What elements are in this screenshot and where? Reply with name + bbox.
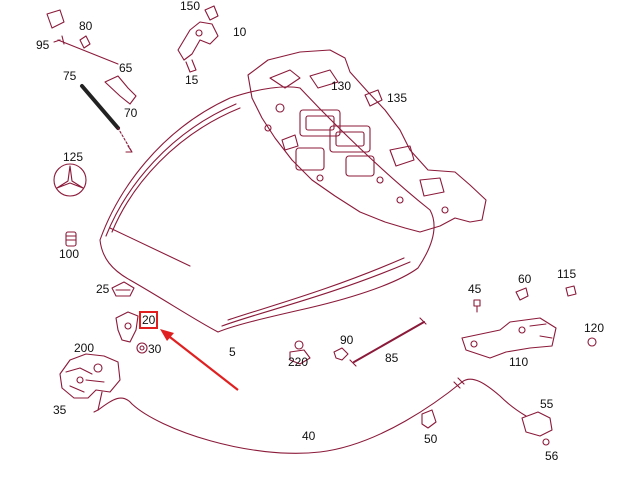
callout-200: 200 [74, 341, 95, 355]
callout-95: 95 [36, 38, 50, 52]
callout-60: 60 [518, 272, 532, 286]
stay-rod [57, 39, 119, 65]
hood-hinge [177, 21, 219, 61]
callout-65: 65 [119, 61, 133, 75]
callout-80: 80 [79, 19, 93, 33]
callout-20: 20 [138, 311, 159, 329]
callout-85: 85 [385, 351, 399, 365]
callout-135: 135 [387, 91, 408, 105]
callout-115: 115 [557, 267, 577, 281]
mounting-bracket [461, 317, 557, 359]
callout-35: 35 [53, 403, 67, 417]
callout-220: 220 [288, 355, 309, 369]
callout-10: 10 [233, 25, 247, 39]
callout-120: 120 [584, 321, 605, 335]
hood-crease [105, 103, 237, 237]
hood-panel [99, 86, 435, 333]
gas-strut [353, 321, 425, 363]
callout-75: 75 [63, 69, 77, 83]
callout-70: 70 [124, 106, 138, 120]
callout-130: 130 [331, 79, 352, 93]
hood-lock [59, 353, 121, 399]
callout-55: 55 [540, 397, 554, 411]
callout-90: 90 [340, 333, 354, 347]
release-cable [97, 378, 527, 454]
callout-100: 100 [59, 247, 80, 261]
callout-125: 125 [63, 150, 84, 164]
callout-30: 30 [148, 342, 162, 356]
safety-catch [115, 311, 139, 343]
callout-56: 56 [545, 449, 559, 463]
callout-15: 15 [185, 73, 199, 87]
callout-45: 45 [468, 282, 482, 296]
star-emblem [53, 163, 87, 197]
callout-110: 110 [509, 355, 529, 369]
callout-50: 50 [424, 432, 438, 446]
callout-25: 25 [96, 282, 110, 296]
insulation-mat [247, 49, 487, 233]
callout-40: 40 [302, 429, 316, 443]
callout-150: 150 [180, 0, 201, 13]
highlight-arrow [160, 329, 239, 391]
callout-5: 5 [229, 345, 236, 359]
release-handle [521, 411, 553, 437]
